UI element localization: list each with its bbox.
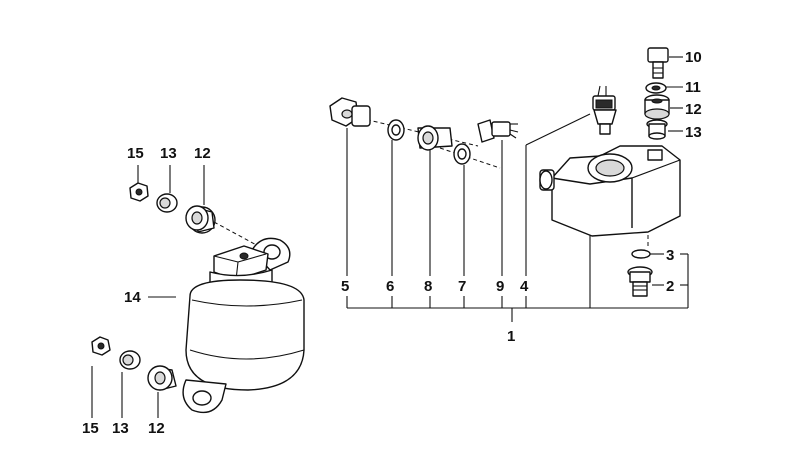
callout-10: 10	[685, 49, 702, 66]
sensor-part-4	[592, 85, 617, 135]
rubber-mount-part-12-top	[185, 205, 216, 234]
callout-4: 4	[520, 278, 529, 295]
callout-1: 1	[507, 328, 515, 345]
screw-plug-part-2	[627, 266, 653, 297]
callout-13-top: 13	[160, 145, 177, 162]
pressure-accumulator-part-14	[182, 237, 305, 414]
seal-ring-part-6	[387, 119, 405, 141]
callout-15-bottom: 15	[82, 420, 99, 437]
callout-13-bottom: 13	[112, 420, 129, 437]
sleeve-part-13-right	[646, 119, 668, 140]
washer-part-11	[645, 82, 667, 94]
rubber-mount-part-12-right	[644, 94, 670, 120]
washer-part-13-top	[156, 193, 178, 213]
o-ring-part-3	[631, 249, 651, 259]
callout-5: 5	[341, 278, 349, 295]
seal-ring-part-7	[453, 143, 471, 165]
callout-3: 3	[666, 247, 674, 264]
callout-11: 11	[685, 79, 701, 96]
nut-part-15-bottom	[91, 336, 111, 356]
banjo-fitting-part-8	[417, 125, 453, 151]
leader-lines	[91, 56, 689, 418]
callout-7: 7	[458, 278, 466, 295]
banjo-bolt-part-5	[329, 97, 371, 127]
callout-15-top: 15	[127, 145, 144, 162]
nut-part-15-top	[129, 182, 149, 202]
callout-12-bottom: 12	[148, 420, 165, 437]
bolt-part-10	[647, 47, 669, 79]
callouts: 1 2 3 4 5 6 7 8 9 10 11 12 13 14 15 13 1…	[82, 49, 702, 437]
rubber-mount-part-12-bottom	[147, 365, 177, 391]
callout-13-right: 13	[685, 124, 702, 141]
pressure-switch-part-9	[477, 119, 519, 143]
callout-2: 2	[666, 278, 674, 295]
valve-body	[539, 145, 681, 237]
callout-8: 8	[424, 278, 432, 295]
callout-9: 9	[496, 278, 504, 295]
callout-12-right: 12	[685, 101, 702, 118]
callout-12-top-left: 12	[194, 145, 211, 162]
callout-14: 14	[124, 289, 141, 306]
washer-part-13-bottom	[119, 350, 141, 370]
callout-6: 6	[386, 278, 394, 295]
